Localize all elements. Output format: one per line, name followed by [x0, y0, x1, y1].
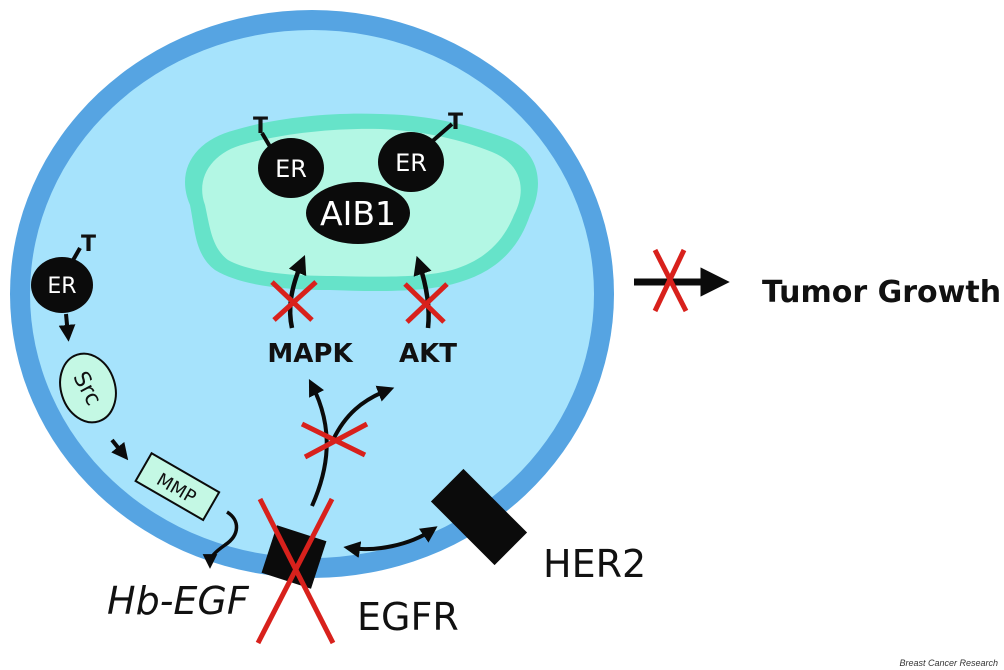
aib1-protein [306, 182, 410, 244]
inhibition-x-mapk [270, 280, 318, 322]
inhibition-x-akt [403, 282, 449, 324]
tamoxifen-label-left: T [253, 114, 268, 139]
journal-credit: Breast Cancer Research [899, 658, 998, 668]
src-to-mmp-arrow [110, 438, 129, 461]
er-to-src-arrow [58, 313, 76, 342]
er-cytoplasmic-label: ER [47, 274, 76, 299]
her2-receptor [430, 468, 528, 566]
egfr-to-akt-arrow [331, 385, 395, 441]
tamoxifen-label-cyto: T [81, 232, 96, 257]
er-nuclear-left [258, 138, 324, 198]
egfr-her2-interaction-arrow [343, 526, 438, 558]
er-nuclear-right [378, 132, 444, 192]
inhibition-x-tumor-growth [652, 248, 689, 313]
er-cytoplasmic [31, 257, 93, 313]
src-protein [59, 352, 117, 424]
egfr-to-mapk-arrow [308, 379, 329, 507]
egfr-label: EGFR [357, 595, 459, 639]
mmp-to-hbegf-arrow [202, 510, 239, 569]
inhibition-x-egfr-signaling [300, 421, 369, 460]
er-nuclear-left-label: ER [275, 155, 307, 183]
inhibition-x-egfr [255, 497, 336, 645]
cytoplasm [30, 30, 594, 558]
hb-egf-label: Hb-EGF [107, 579, 250, 623]
mapk-label: MAPK [267, 339, 353, 369]
akt-to-nucleus-arrow [413, 255, 432, 329]
aib1-label: AIB1 [320, 194, 396, 233]
tumor-growth-label: Tumor Growth [762, 275, 1001, 310]
er-nuclear-right-label: ER [395, 149, 427, 177]
her2-label: HER2 [543, 542, 646, 586]
tamoxifen-label-right: T [448, 110, 463, 135]
akt-label: AKT [399, 339, 457, 369]
